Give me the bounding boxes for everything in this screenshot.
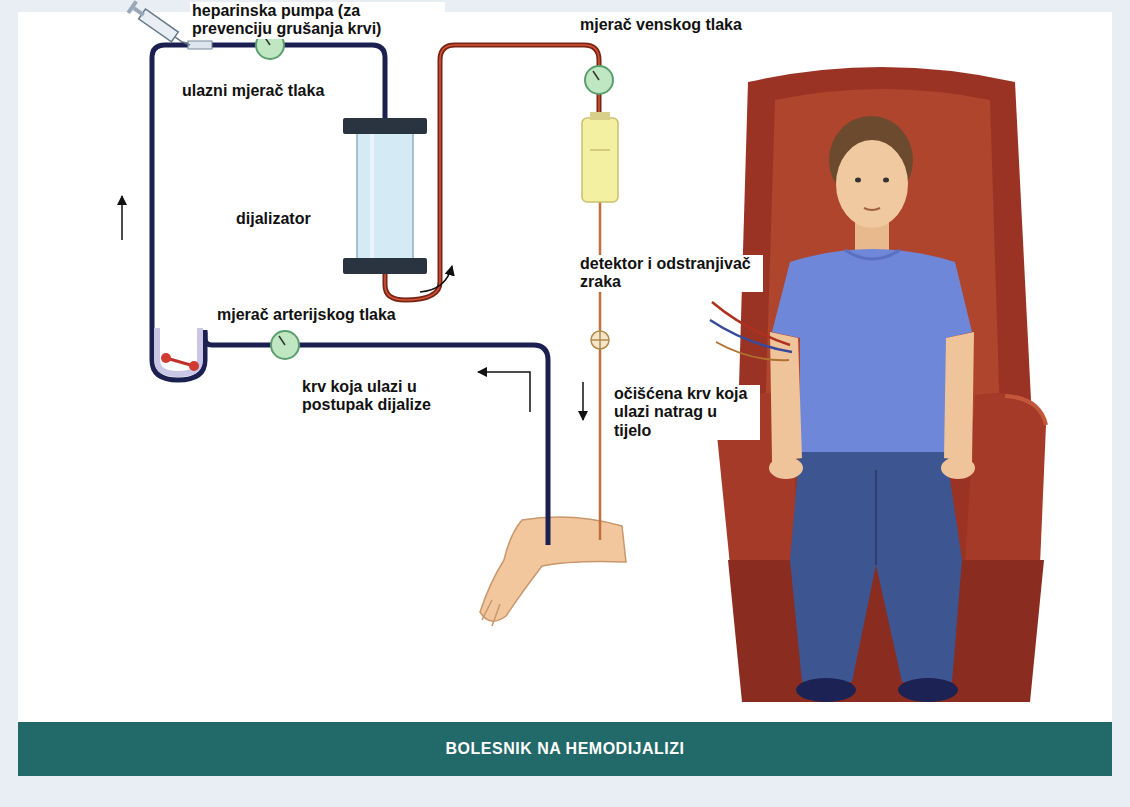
blood-pump: [189, 361, 199, 371]
line-clamp: [599, 331, 601, 349]
blood-pump: [157, 328, 200, 374]
dialyzer: [343, 118, 427, 134]
air-detector-label: detektor i odstranjivač zraka: [578, 255, 763, 292]
line-clamp: [591, 331, 609, 349]
armchair: [965, 393, 1046, 565]
caption-band: BOLESNIK NA HEMODIJALIZI: [18, 722, 1112, 776]
patient-figure: [712, 302, 790, 345]
gauge-label: mjerač venskog tlaka: [578, 16, 744, 34]
air-detector: [590, 149, 610, 151]
air-detector: [582, 118, 618, 202]
flow-arrow: [420, 266, 452, 292]
forearm-illustration: [480, 517, 626, 621]
syringe-label: heparinska pumpa (za prevenciju grušanja…: [190, 2, 445, 39]
patient-figure: [796, 678, 856, 702]
flow-arrow: [582, 382, 584, 420]
forearm-illustration: [480, 517, 626, 626]
heparin-syringe: [133, 7, 145, 17]
patient-figure: [855, 178, 861, 183]
air-detector: [590, 112, 610, 120]
gauge-label: mjerač arterijskog tlaka: [215, 306, 398, 324]
forearm-illustration: [482, 600, 500, 626]
heparin-syringe: [139, 9, 179, 42]
flow-arrow: [122, 196, 583, 420]
pressure-gauge: [279, 336, 285, 345]
arterial-blood-line: [152, 41, 548, 545]
dialyzer: [343, 118, 427, 274]
heparin-syringe: [127, 0, 138, 14]
pressure-gauge: [585, 66, 613, 94]
gauge-label: ulazni mjerač tlaka: [180, 82, 326, 100]
patient-figure: [941, 457, 975, 479]
flow-arrow: [121, 196, 123, 240]
arterial-blood-line: [183, 42, 190, 45]
dialyzer: [357, 128, 413, 264]
dialyzer-label: dijalizator: [234, 210, 313, 228]
patient-figure: [845, 250, 900, 259]
blood-pump: [157, 328, 200, 374]
venous-blood-line: [599, 200, 602, 540]
patient-figure: [875, 470, 877, 565]
patient-figure: [790, 445, 962, 682]
line-clamp: [591, 331, 609, 349]
patient-figure: [883, 178, 889, 183]
patient-figure: [769, 457, 803, 479]
pressure-gauge: [271, 331, 299, 359]
armchair: [716, 67, 1046, 702]
patient-figure: [864, 208, 880, 210]
armchair: [1005, 396, 1046, 425]
arterial-blood-line: [205, 330, 548, 545]
pressure-gauge: [593, 71, 599, 80]
patient-figure: [898, 678, 958, 702]
flow-label: krv koja ulazi u postupak dijalize: [300, 378, 472, 415]
patient-figure: [944, 332, 974, 462]
patient-figure: [836, 140, 908, 228]
dialyzer: [343, 258, 427, 274]
air-detector: [582, 112, 618, 202]
arterial-blood-line: [188, 41, 212, 49]
dialyzer: [370, 134, 374, 258]
caption-text: BOLESNIK NA HEMODIJALIZI: [446, 740, 685, 758]
blood-pump: [161, 353, 171, 363]
patient-figure: [710, 320, 792, 352]
patient-figure: [716, 342, 789, 360]
patient-figure: [772, 249, 972, 452]
arterial-blood-line: [152, 45, 385, 380]
flow-label: očišćena krv koja ulazi natrag u tijelo: [612, 385, 760, 440]
flow-arrow: [478, 372, 530, 412]
